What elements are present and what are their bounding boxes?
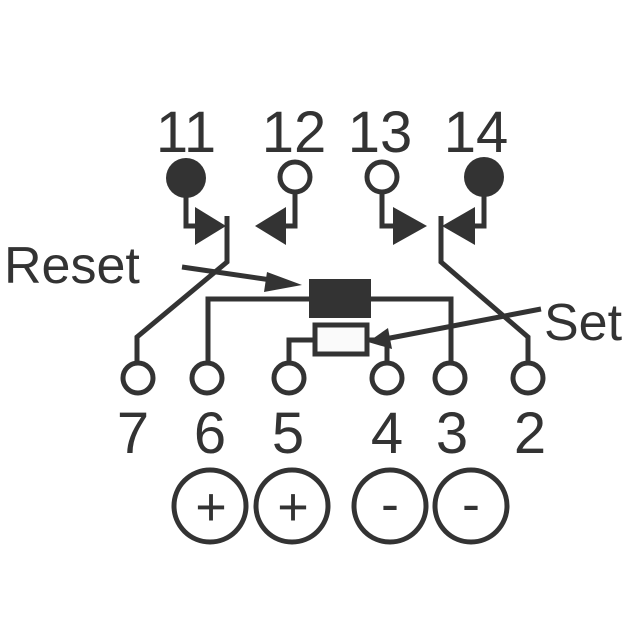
set-coil bbox=[312, 322, 370, 357]
top-terminal-labels: 11 12 13 14 bbox=[156, 100, 508, 165]
polarity-circle-minus-2 bbox=[432, 467, 510, 545]
reset-callout-arrowhead bbox=[264, 272, 302, 292]
terminal-label-13: 13 bbox=[348, 100, 413, 165]
contact-arm-right bbox=[438, 216, 531, 362]
bottom-terminal-labels: 7 6 5 4 3 2 bbox=[117, 401, 546, 466]
terminal-2 bbox=[510, 360, 546, 396]
reset-label: Reset bbox=[4, 237, 140, 295]
terminal-label-2: 2 bbox=[514, 401, 546, 466]
terminal-label-12: 12 bbox=[262, 100, 327, 165]
contact-arm-left bbox=[134, 216, 230, 362]
terminal-12 bbox=[277, 159, 313, 195]
terminal-4 bbox=[369, 360, 405, 396]
terminal-14-filled bbox=[464, 157, 504, 197]
terminal-3 bbox=[432, 360, 468, 396]
terminal-13 bbox=[364, 159, 400, 195]
terminal-6 bbox=[189, 360, 225, 396]
polarity-circle-plus-2 bbox=[253, 467, 331, 545]
polarity-sign-3: - bbox=[381, 474, 399, 534]
polarity-circle-plus-1 bbox=[171, 467, 249, 545]
wire-3 bbox=[371, 296, 454, 362]
polarity-circle-minus-1 bbox=[351, 467, 429, 545]
contact-arrow-13 bbox=[393, 207, 427, 245]
wire-13 bbox=[379, 192, 395, 229]
wire-5 bbox=[286, 337, 314, 362]
wire-14 bbox=[472, 195, 487, 229]
wire-12 bbox=[283, 192, 298, 229]
terminal-7 bbox=[120, 360, 156, 396]
wire-6 bbox=[205, 296, 309, 362]
polarity-sign-2: + bbox=[277, 477, 309, 537]
set-label: Set bbox=[544, 294, 623, 352]
terminal-label-5: 5 bbox=[272, 401, 304, 466]
terminal-11-filled bbox=[166, 158, 206, 198]
polarity-sign-1: + bbox=[195, 477, 227, 537]
contact-arrow-12 bbox=[255, 207, 286, 245]
set-callout-line bbox=[384, 306, 542, 342]
contact-arrow-14 bbox=[442, 207, 475, 245]
reset-coil bbox=[309, 279, 371, 318]
terminal-label-7: 7 bbox=[117, 401, 149, 466]
terminal-label-4: 4 bbox=[371, 401, 403, 466]
contact-arrow-11 bbox=[195, 207, 226, 245]
terminal-5 bbox=[271, 360, 307, 396]
set-callout-arrowhead bbox=[368, 328, 392, 349]
terminal-label-11: 11 bbox=[156, 100, 216, 165]
terminal-label-6: 6 bbox=[194, 401, 226, 466]
polarity-sign-4: - bbox=[462, 474, 480, 534]
terminal-label-3: 3 bbox=[436, 401, 468, 466]
wire-11 bbox=[183, 195, 198, 229]
terminal-label-14: 14 bbox=[444, 100, 509, 165]
